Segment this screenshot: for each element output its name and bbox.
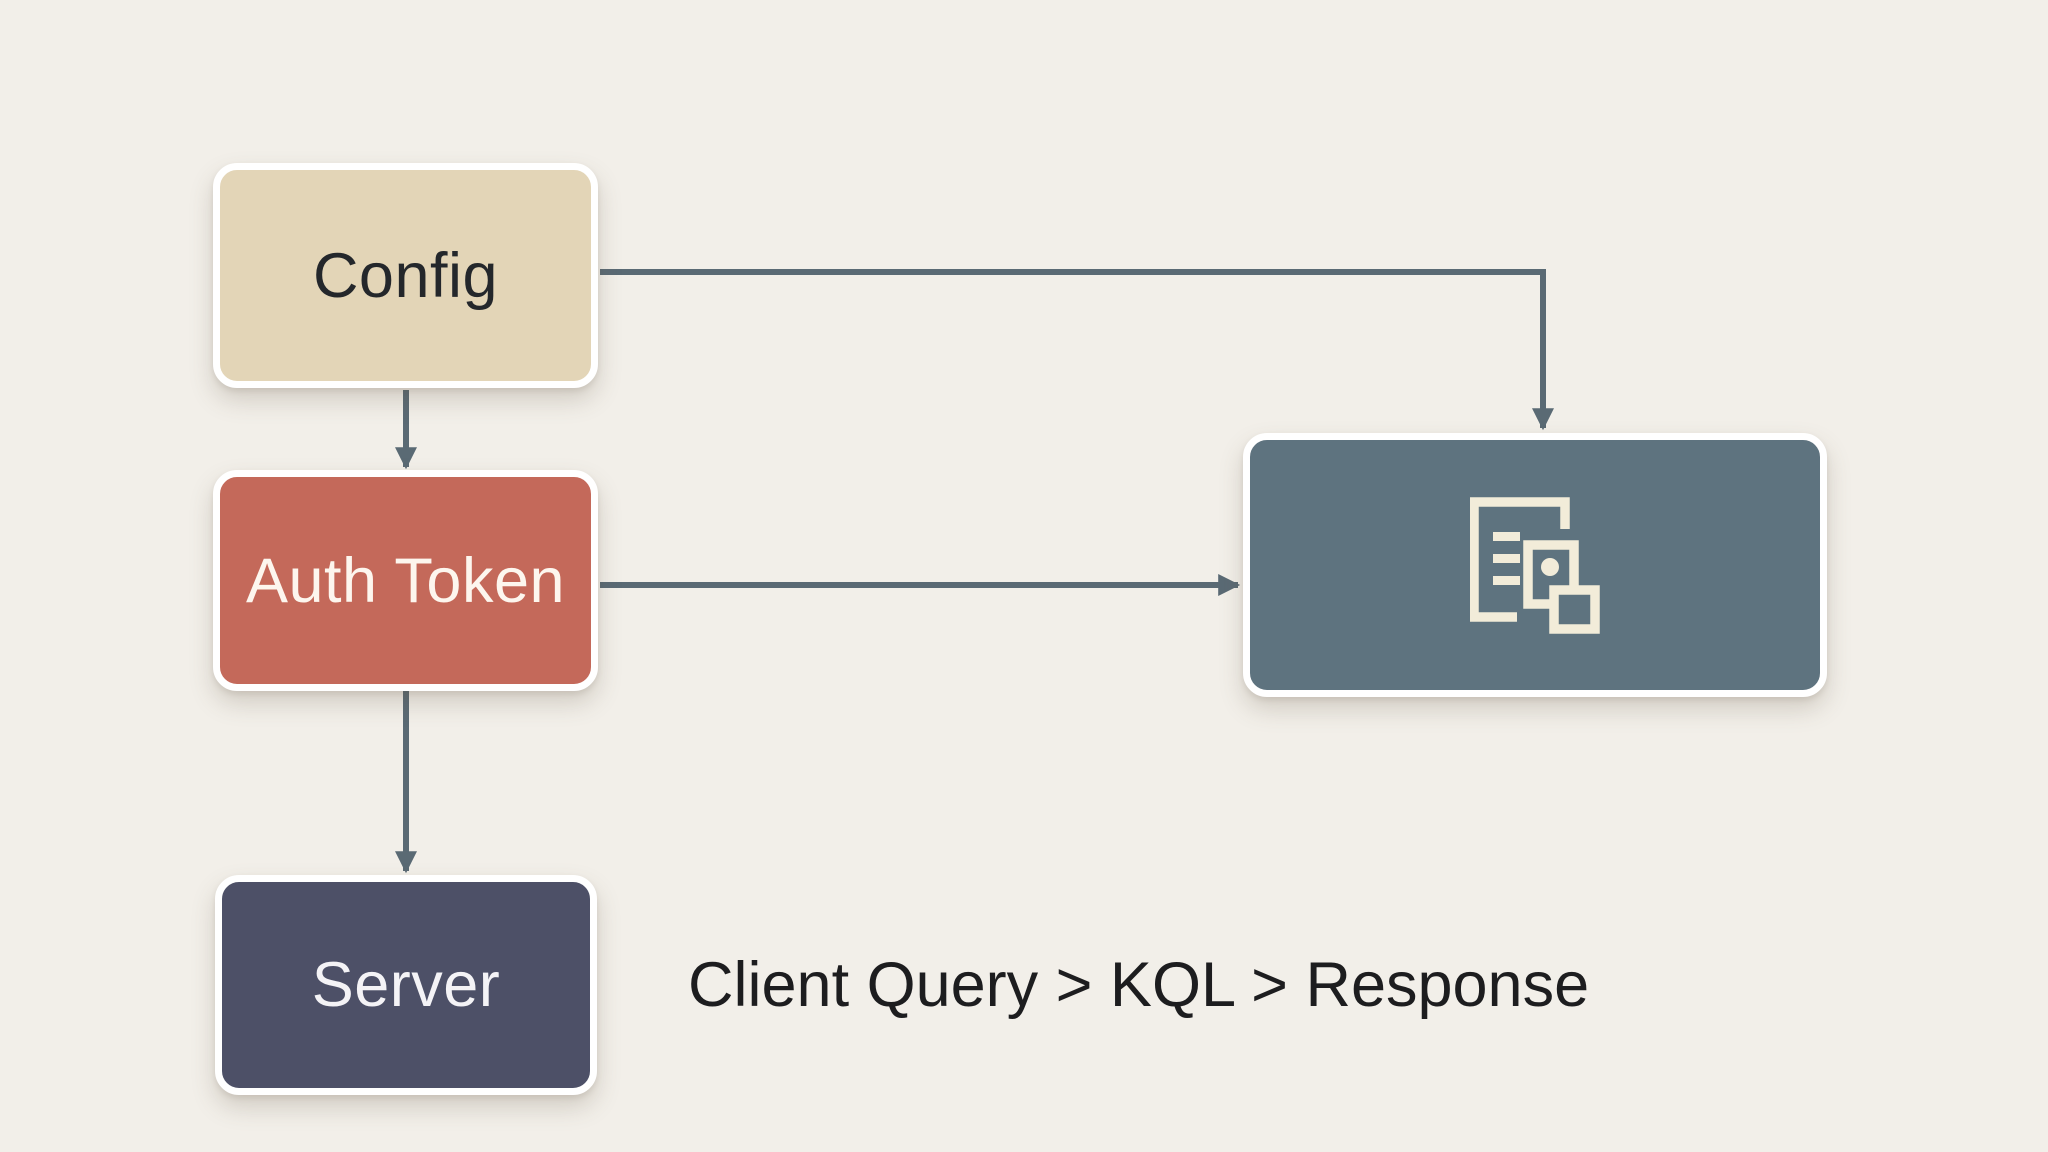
flow-caption: Client Query > KQL > Response <box>688 950 1590 1020</box>
node-server-label: Server <box>311 950 501 1020</box>
node-auth-token-label: Auth Token <box>245 545 566 616</box>
documents-icon <box>1470 497 1600 634</box>
node-auth-token: Auth Token <box>213 470 598 691</box>
edge-config-to-datastore <box>600 269 1554 431</box>
node-datastore <box>1243 433 1827 697</box>
node-server: Server <box>215 875 597 1095</box>
node-config-label: Config <box>312 240 499 311</box>
node-config: Config <box>213 163 598 388</box>
